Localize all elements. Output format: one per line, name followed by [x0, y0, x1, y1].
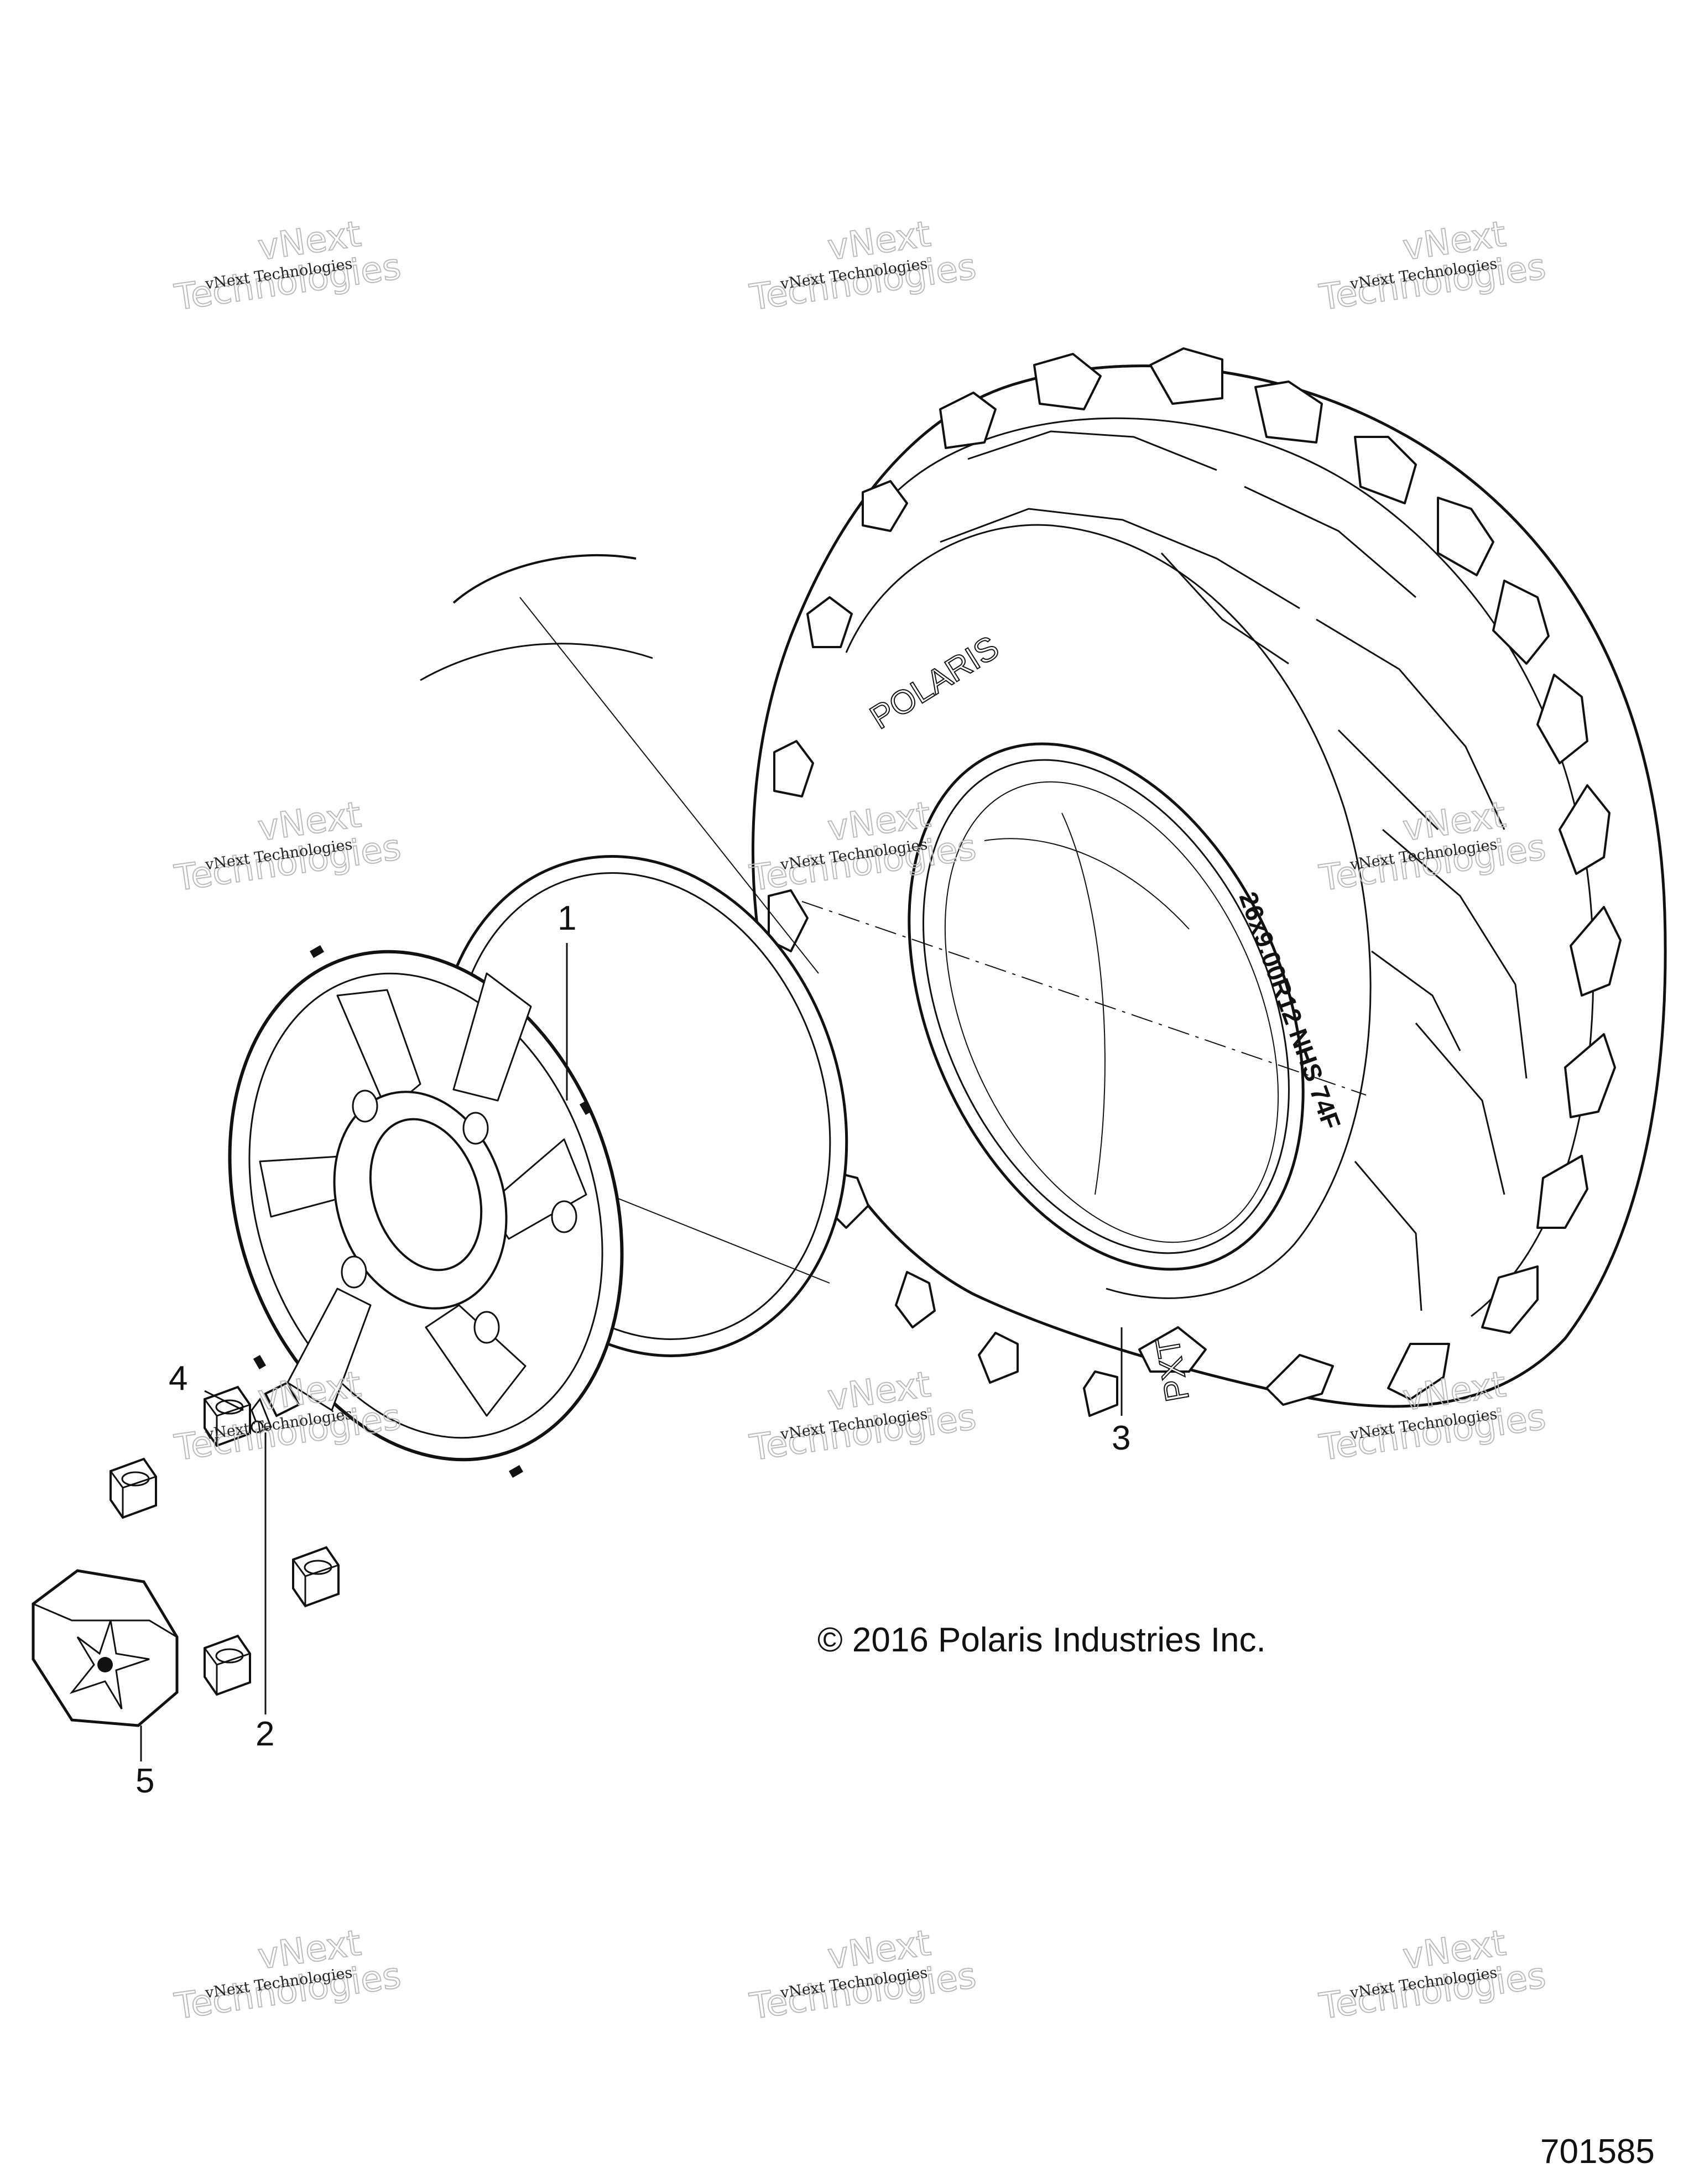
callout-4: 4 — [169, 1359, 188, 1398]
callout-3: 3 — [1112, 1419, 1131, 1457]
valve-stem — [251, 1381, 300, 1434]
figure-number: 701585 — [1540, 2133, 1655, 2171]
tire: POLARIS 26x9.00R12 NHS 74F PXT — [751, 347, 1667, 1417]
callout-2: 2 — [256, 1715, 275, 1753]
copyright-notice: © 2016 Polaris Industries Inc. — [817, 1621, 1266, 1659]
wheel — [228, 554, 848, 1478]
callout-1: 1 — [557, 899, 577, 937]
leader-lines — [140, 943, 1123, 1761]
callout-5: 5 — [135, 1762, 155, 1800]
center-cap — [32, 1569, 179, 1727]
